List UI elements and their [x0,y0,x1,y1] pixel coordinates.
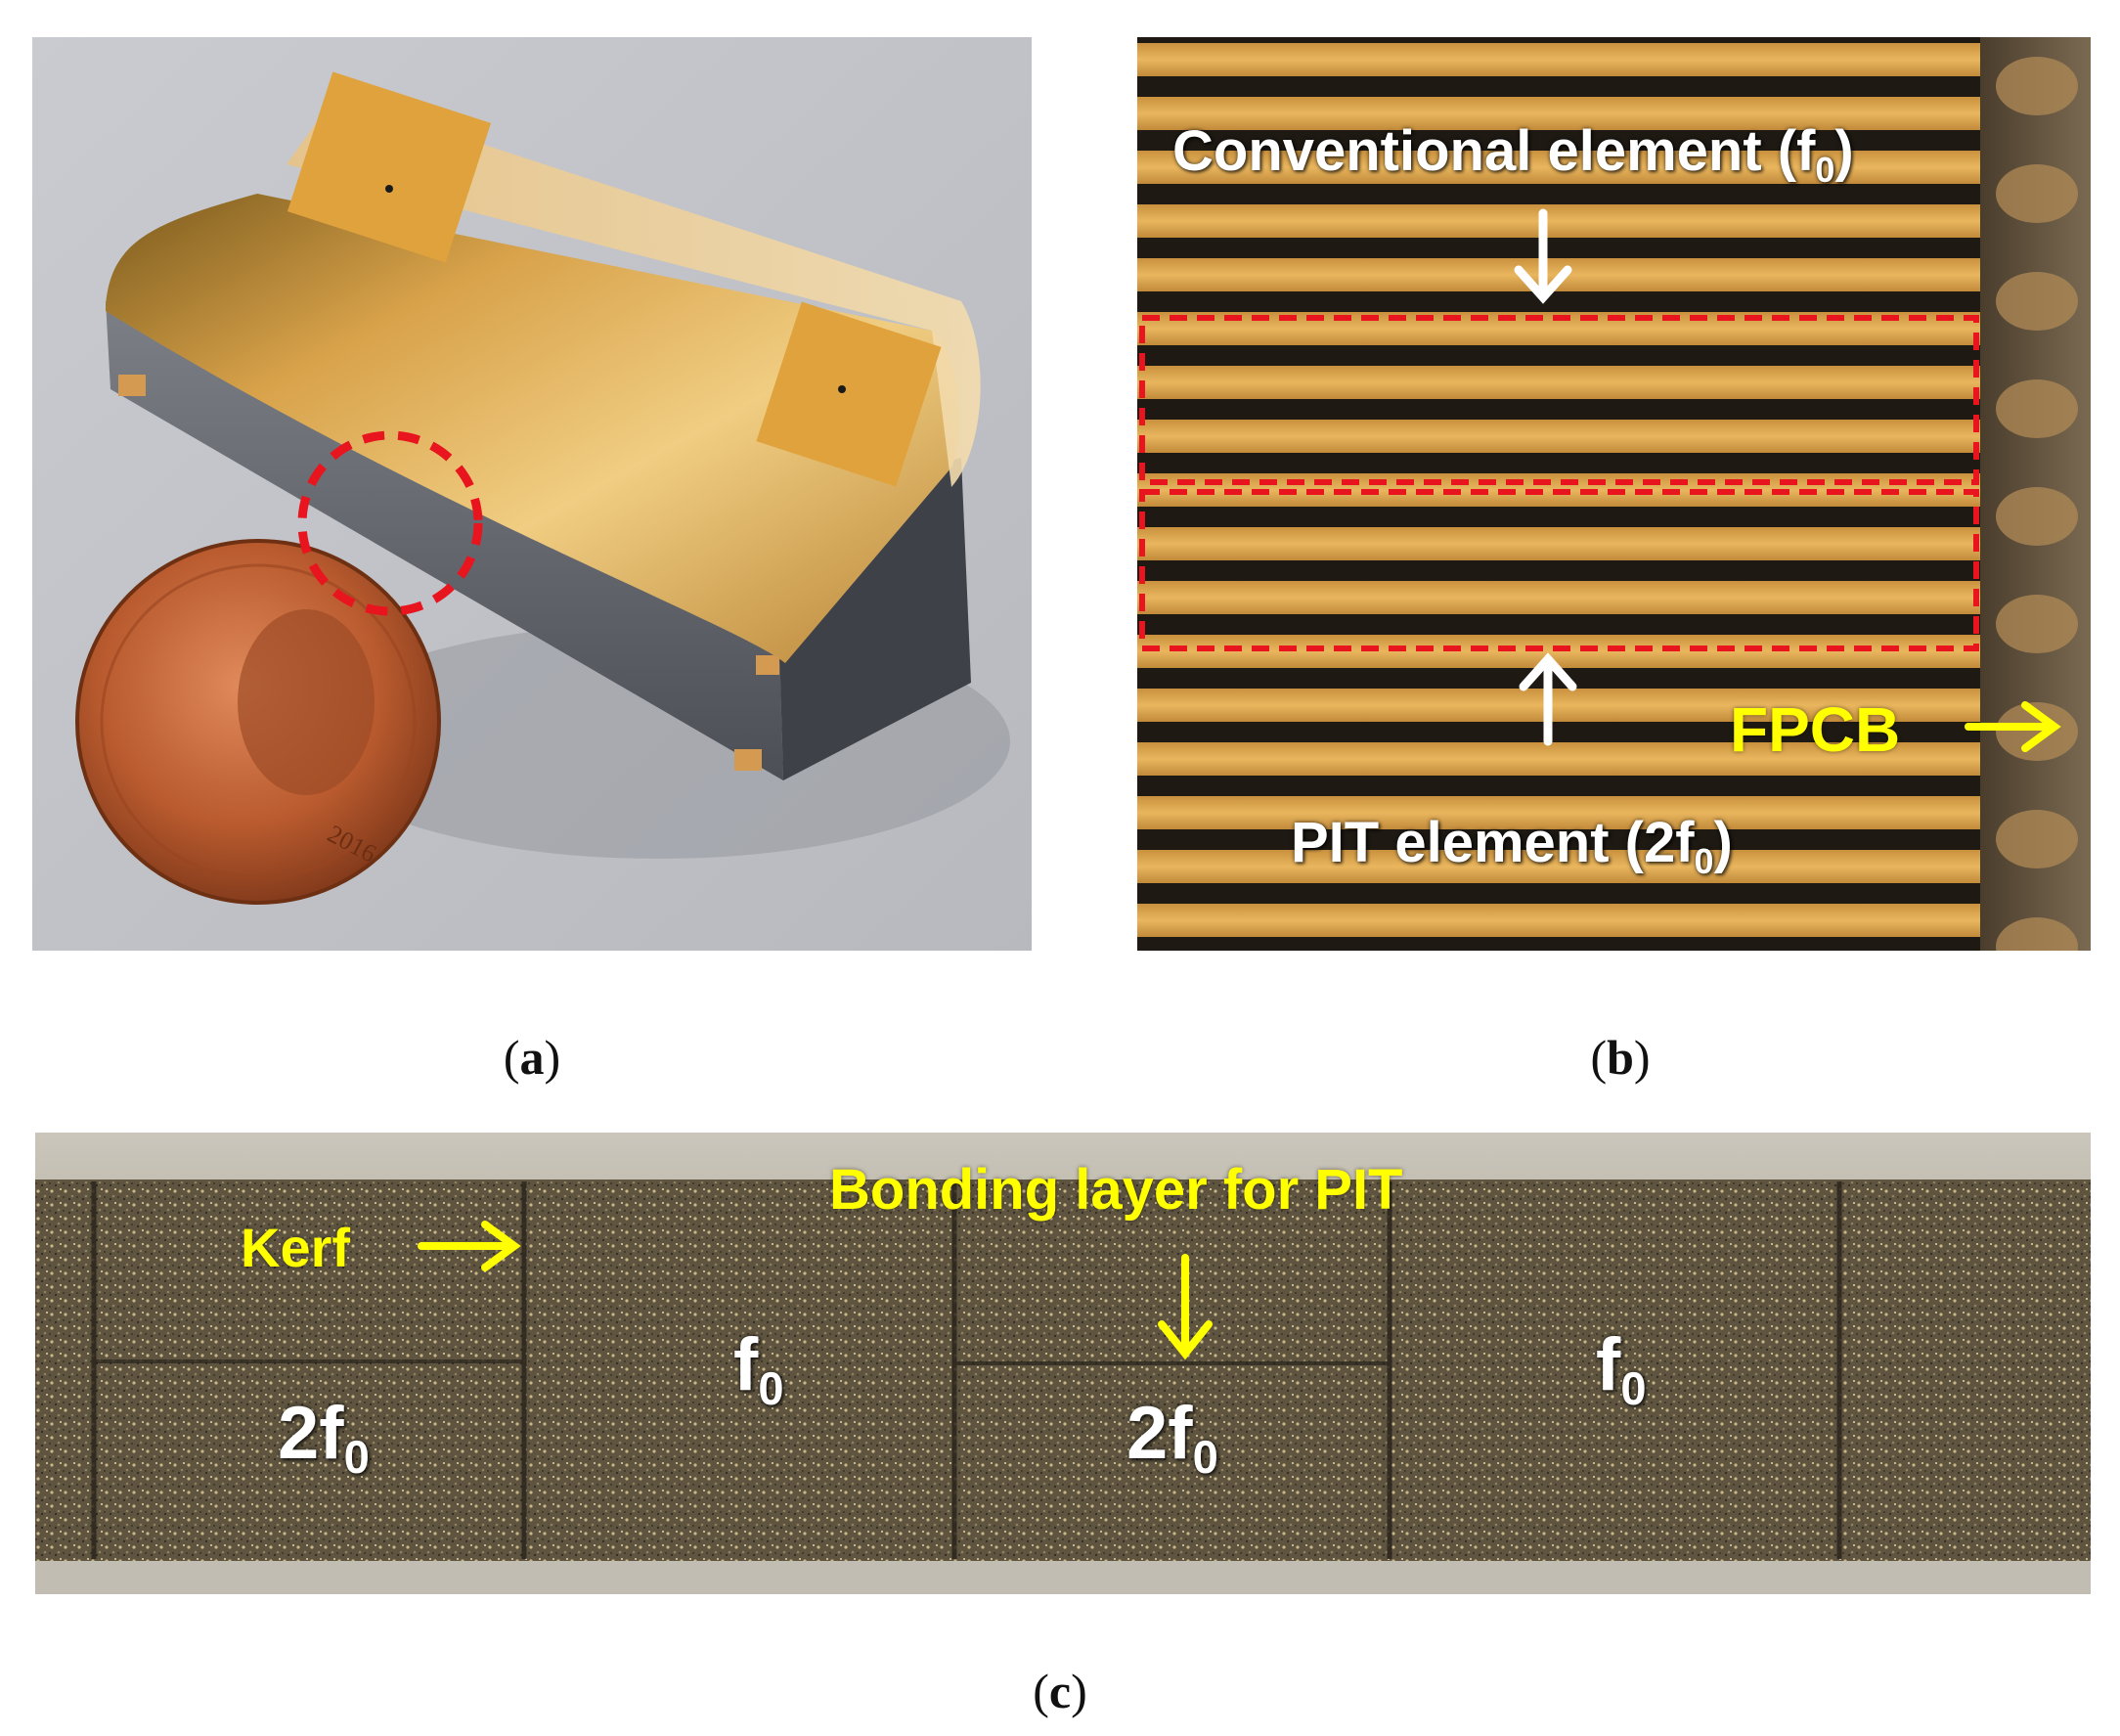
label-conventional-element: Conventional element (f0) [1172,119,1854,190]
caption-a: (a) [503,1030,561,1085]
panel-a-photo: 2016 [32,37,1032,951]
bonding-arrow-icon [1158,1254,1213,1360]
electrode-strip [1137,151,1980,184]
label-bonding-layer: Bonding layer for PIT [829,1158,1403,1222]
electrode-strips-image [1137,37,2091,951]
electrode-strip [1137,796,1980,829]
pit-element-box [1139,489,1979,651]
transducer-block-side [106,301,783,780]
electrode-strip [1137,904,1980,937]
label-element-f0: f0 [733,1323,784,1415]
label-pit-element: PIT element (2f0) [1291,811,1733,881]
kapton-pad [756,301,942,487]
up-arrow-icon [1519,652,1577,746]
kerf-arrow-icon [418,1221,521,1271]
label-fpcb: FPCB [1730,694,1901,765]
electrode-strip [1137,581,1980,614]
right-arrow-icon [1965,701,2061,752]
bonding-layer-lines [96,1359,1388,1365]
electrode-strip [1137,850,1980,883]
fpcb-pad [1996,379,2078,438]
transducer-photo: 2016 [32,37,1032,951]
gold-flex-foil [106,194,959,663]
fpcb-pad [1996,810,2078,868]
fpcb-pad [1996,164,2078,223]
electrode-strip [1137,366,1980,399]
electrode-strip [1137,420,1980,453]
cross-section-image [35,1133,2091,1594]
fpcb-pad [1996,272,2078,331]
electrode-strip [1137,689,1980,722]
panel-b-micrograph: Conventional element (f0) PIT element (2… [1137,37,2091,951]
ceramic-layer [35,1180,2091,1561]
label-element-f0: f0 [1596,1323,1647,1415]
electrode-strip [1137,742,1980,776]
label-element-2f0: 2f0 [1126,1392,1218,1484]
caption-c: (c) [1033,1664,1087,1718]
label-element-2f0: 2f0 [278,1392,370,1484]
highlight-circle [297,430,483,616]
electrode-strip [1137,97,1980,130]
electrode-strip [1137,43,1980,76]
kerf-lines [91,1181,1842,1559]
penny-coin: 2016 [75,539,441,905]
fpcb-pad [1996,917,2078,951]
down-arrow-icon [1514,208,1572,304]
fpcb-pad [1996,57,2078,115]
electrode-strip [1137,527,1980,560]
kapton-pad [287,71,492,263]
caption-b: (b) [1590,1030,1651,1085]
fpcb-pad [1996,487,2078,546]
label-kerf: Kerf [241,1217,351,1278]
conventional-element-box [1139,315,1979,485]
fpcb-pad [1996,595,2078,653]
electrode-strip [1137,204,1980,238]
fpcb-pad [1996,702,2078,761]
panel-c-cross-section: Kerf Bonding layer for PIT 2f0 f0 2f0 f0 [35,1133,2091,1594]
